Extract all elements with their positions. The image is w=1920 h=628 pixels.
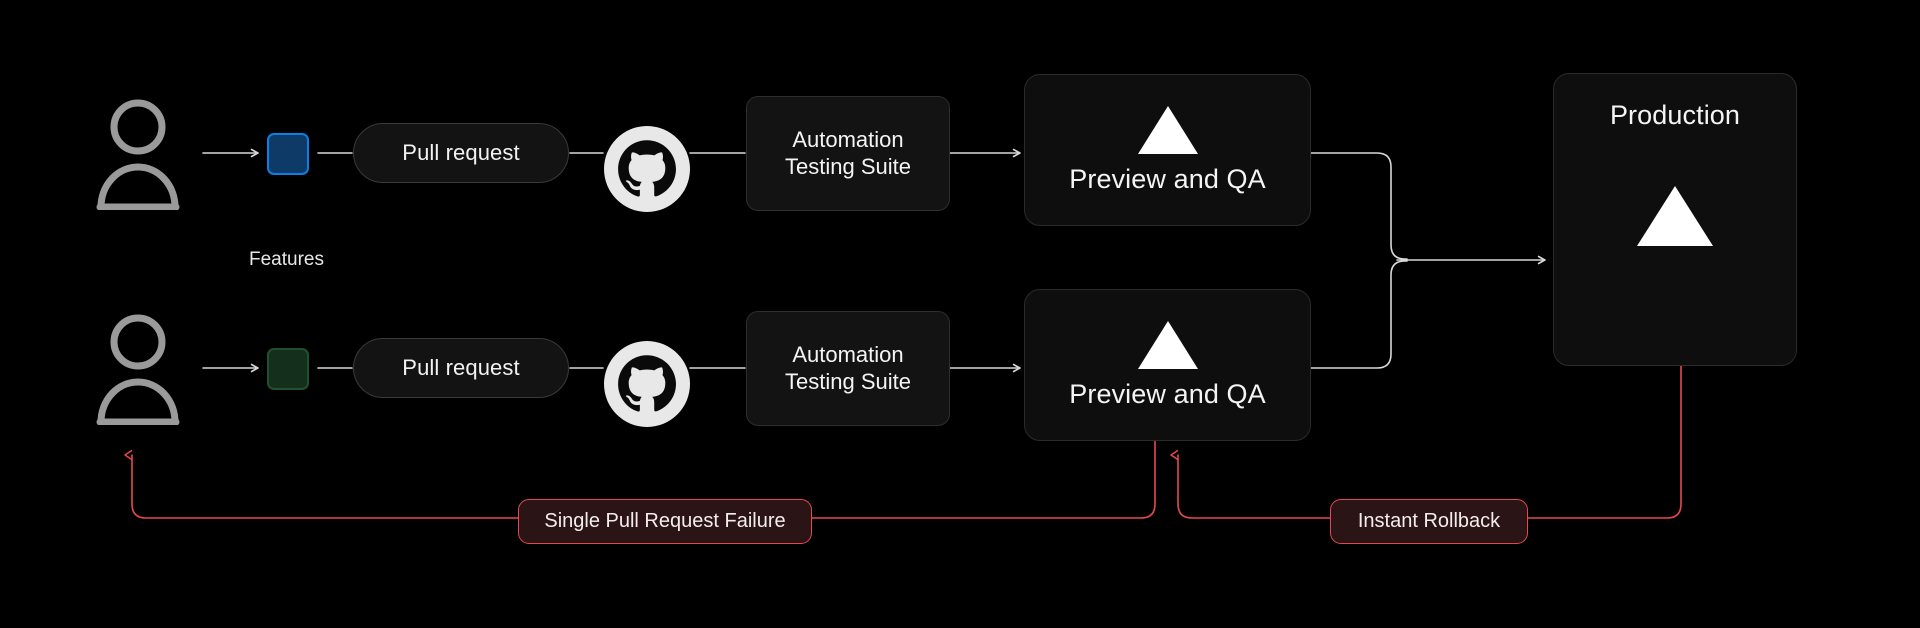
preview-and-qa-card-bottom: Preview and QA — [1024, 289, 1311, 441]
single-pull-request-failure-label: Single Pull Request Failure — [544, 510, 786, 532]
instant-rollback-badge: Instant Rollback — [1330, 499, 1528, 544]
github-icon-top — [604, 126, 690, 212]
blue-status-square-icon — [267, 133, 309, 175]
vercel-triangle-icon-preview-bottom — [1137, 320, 1198, 369]
green-status-square-icon — [267, 348, 309, 390]
automation-label-line2-bottom: Testing Suite — [785, 368, 911, 394]
pull-request-pill-top[interactable]: Pull request — [353, 123, 569, 183]
automation-testing-suite-card-bottom: Automation Testing Suite — [746, 311, 950, 426]
connector-preview-bottom-to-merge — [1310, 260, 1408, 369]
vercel-triangle-icon-production — [1637, 186, 1713, 246]
automation-testing-suite-card-top: Automation Testing Suite — [746, 96, 950, 211]
features-caption: Features — [249, 249, 324, 270]
pull-request-pill-bottom[interactable]: Pull request — [353, 338, 569, 398]
developer-person-icon-bottom — [95, 310, 181, 425]
vercel-triangle-icon-preview-top — [1137, 105, 1198, 154]
automation-label-line1-top: Automation — [792, 126, 904, 152]
production-triangle-wrap — [1554, 186, 1796, 246]
preview-and-qa-label-bottom: Preview and QA — [1069, 378, 1266, 409]
developer-person-icon-top — [95, 95, 181, 210]
github-icon-bottom — [604, 341, 690, 427]
connector-preview-top-to-merge — [1310, 152, 1408, 260]
preview-and-qa-label-top: Preview and QA — [1069, 163, 1266, 194]
pull-request-label-bottom: Pull request — [402, 355, 520, 380]
automation-label-line1-bottom: Automation — [792, 341, 904, 367]
pull-request-label-top: Pull request — [402, 140, 520, 165]
production-label: Production — [1609, 100, 1741, 130]
instant-rollback-label: Instant Rollback — [1357, 510, 1501, 532]
preview-and-qa-card-top: Preview and QA — [1024, 74, 1311, 226]
automation-label-line2-top: Testing Suite — [785, 153, 911, 179]
single-pull-request-failure-badge: Single Pull Request Failure — [518, 499, 812, 544]
production-card: Production — [1553, 73, 1797, 366]
